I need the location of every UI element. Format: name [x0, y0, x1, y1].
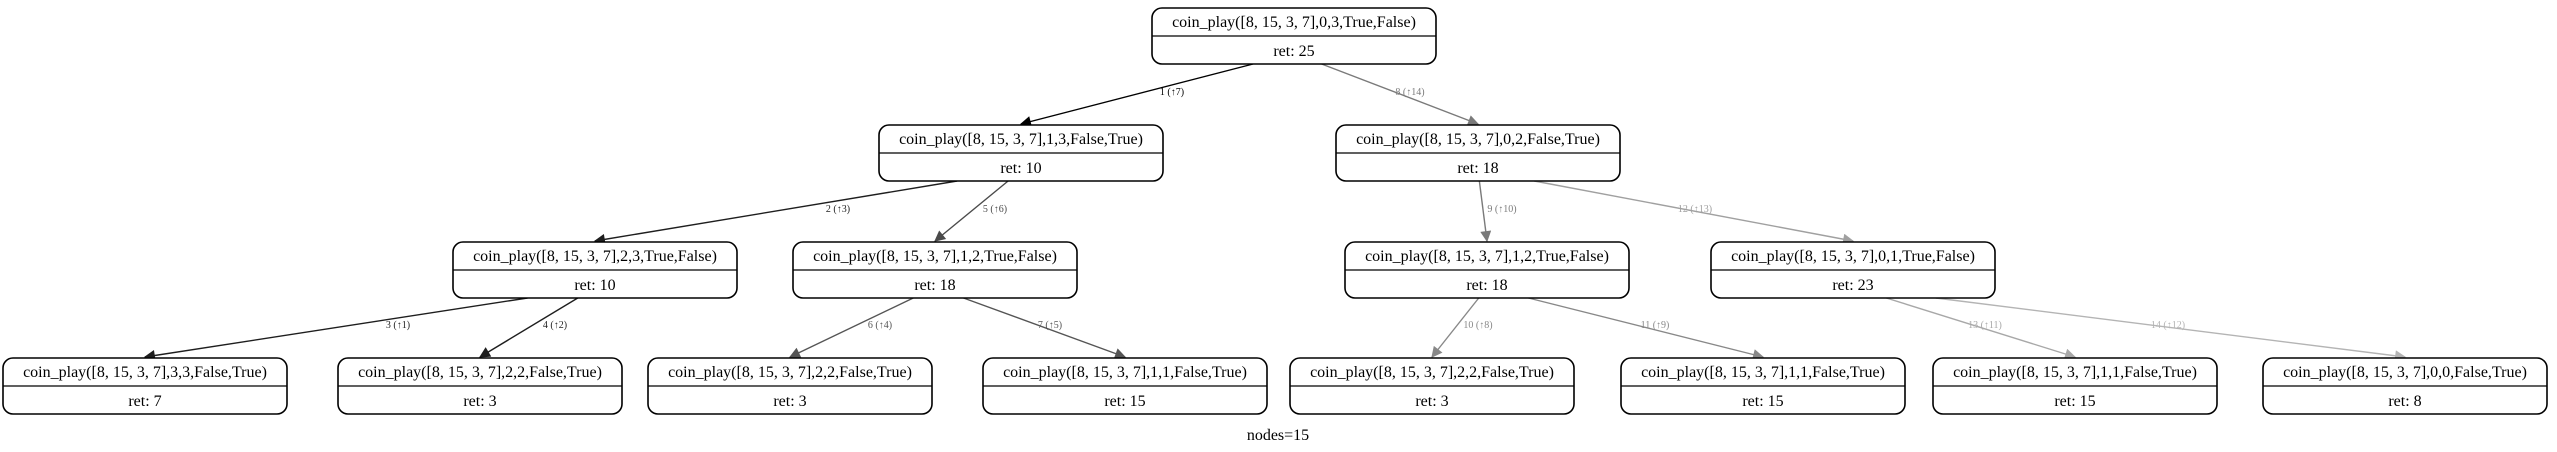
node-call-label: coin_play([8, 15, 3, 7],0,3,True,False) — [1172, 14, 1416, 31]
tree-node: coin_play([8, 15, 3, 7],2,3,True,False) r… — [452, 241, 738, 299]
edge-n6-n13 — [1528, 297, 1765, 360]
edge-n5-n11 — [963, 297, 1127, 359]
tree-node: coin_play([8, 15, 3, 7],1,1,False,True) r… — [1620, 357, 1906, 415]
tree-node: coin_play([8, 15, 3, 7],0,2,False,True) r… — [1335, 124, 1621, 182]
node-return-label: ret: 3 — [463, 393, 496, 410]
edge-n4-n9 — [479, 297, 579, 358]
node-return-label: ret: 10 — [574, 277, 615, 294]
node-call-label: coin_play([8, 15, 3, 7],2,2,False,True) — [668, 364, 912, 381]
node-return-label: ret: 7 — [128, 393, 161, 410]
edge-label: 11 (↑9) — [1641, 320, 1670, 331]
node-call-label: coin_play([8, 15, 3, 7],0,2,False,True) — [1356, 131, 1600, 148]
node-return-label: ret: 23 — [1832, 277, 1873, 294]
node-return-label: ret: 15 — [1104, 393, 1145, 410]
node-call-label: coin_play([8, 15, 3, 7],1,1,False,True) — [1641, 364, 1885, 381]
tree-node: coin_play([8, 15, 3, 7],1,3,False,True) r… — [878, 124, 1164, 182]
edge-n6-n12 — [1431, 297, 1480, 358]
edge-n5-n10 — [789, 297, 914, 358]
edge-n3-n7 — [1534, 180, 1855, 245]
node-return-label: ret: 15 — [2054, 393, 2095, 410]
edge-label: 7 (↑5) — [1038, 320, 1062, 331]
edge-label: 14 (↑12) — [2151, 320, 2185, 331]
node-return-label: ret: 18 — [1457, 160, 1498, 177]
edge-label: 12 (↑13) — [1678, 204, 1712, 215]
node-call-label: coin_play([8, 15, 3, 7],3,3,False,True) — [23, 364, 267, 381]
node-return-label: ret: 18 — [1466, 277, 1507, 294]
node-call-label: coin_play([8, 15, 3, 7],2,2,False,True) — [358, 364, 602, 381]
tree-node: coin_play([8, 15, 3, 7],1,2,True,False) r… — [1344, 241, 1630, 299]
tree-node: coin_play([8, 15, 3, 7],1,2,True,False) r… — [792, 241, 1078, 299]
nodes-layer: coin_play([8, 15, 3, 7],0,3,True,False) r… — [2, 7, 2548, 415]
edges-layer: 1 (↑7) 8 (↑14) 2 (↑3) 5 (↑6) 3 (↑1) 4 (↑2) 6 (… — [143, 63, 2407, 362]
edge-label: 9 (↑10) — [1487, 204, 1516, 215]
edge-n7-n15 — [1935, 297, 2407, 362]
edge-n1-n3 — [1321, 63, 1480, 126]
node-return-label: ret: 15 — [1742, 393, 1783, 410]
tree-node: coin_play([8, 15, 3, 7],0,0,False,True) r… — [2262, 357, 2548, 415]
tree-node: coin_play([8, 15, 3, 7],3,3,False,True) r… — [2, 357, 288, 415]
tree-node: coin_play([8, 15, 3, 7],2,2,False,True) r… — [647, 357, 933, 415]
node-return-label: ret: 18 — [914, 277, 955, 294]
tree-node: coin_play([8, 15, 3, 7],2,2,False,True) r… — [1289, 357, 1575, 415]
edge-label: 10 (↑8) — [1463, 320, 1492, 331]
tree-node: coin_play([8, 15, 3, 7],1,1,False,True) r… — [982, 357, 1268, 415]
node-return-label: ret: 10 — [1000, 160, 1041, 177]
node-return-label: ret: 3 — [773, 393, 806, 410]
node-call-label: coin_play([8, 15, 3, 7],1,2,True,False) — [813, 248, 1057, 265]
edge-label: 6 (↑4) — [868, 320, 892, 331]
tree-node: coin_play([8, 15, 3, 7],1,1,False,True) r… — [1932, 357, 2218, 415]
node-call-label: coin_play([8, 15, 3, 7],2,2,False,True) — [1310, 364, 1554, 381]
edge-n1-n2 — [1019, 63, 1254, 127]
edge-label: 3 (↑1) — [386, 320, 410, 331]
edge-label: 5 (↑6) — [983, 204, 1007, 215]
node-return-label: ret: 3 — [1415, 393, 1448, 410]
edge-n4-n8 — [143, 297, 528, 361]
edge-n7-n14 — [1886, 297, 2077, 360]
edge-label: 13 (↑11) — [1968, 320, 2002, 331]
node-call-label: coin_play([8, 15, 3, 7],2,3,True,False) — [473, 248, 717, 265]
node-call-label: coin_play([8, 15, 3, 7],0,0,False,True) — [2283, 364, 2527, 381]
node-call-label: coin_play([8, 15, 3, 7],1,3,False,True) — [899, 131, 1143, 148]
edge-n3-n6 — [1478, 180, 1492, 243]
node-return-label: ret: 25 — [1273, 43, 1314, 60]
node-return-label: ret: 8 — [2388, 393, 2421, 410]
edge-label: 8 (↑14) — [1395, 87, 1424, 98]
tree-node: coin_play([8, 15, 3, 7],0,1,True,False) r… — [1710, 241, 1996, 299]
edge-label: 4 (↑2) — [543, 320, 567, 331]
edge-n2-n5 — [934, 180, 1009, 242]
node-call-label: coin_play([8, 15, 3, 7],0,1,True,False) — [1731, 248, 1975, 265]
edge-label: 1 (↑7) — [1160, 87, 1184, 98]
edge-label: 2 (↑3) — [826, 204, 850, 215]
node-call-label: coin_play([8, 15, 3, 7],1,1,False,True) — [1003, 364, 1247, 381]
node-call-label: coin_play([8, 15, 3, 7],1,2,True,False) — [1365, 248, 1609, 265]
tree-node: coin_play([8, 15, 3, 7],2,2,False,True) r… — [337, 357, 623, 415]
tree-node: coin_play([8, 15, 3, 7],0,3,True,False) r… — [1151, 7, 1437, 65]
edge-n2-n4 — [593, 180, 958, 245]
node-call-label: coin_play([8, 15, 3, 7],1,1,False,True) — [1953, 364, 2197, 381]
node-count-footer: nodes=15 — [1247, 427, 1309, 444]
